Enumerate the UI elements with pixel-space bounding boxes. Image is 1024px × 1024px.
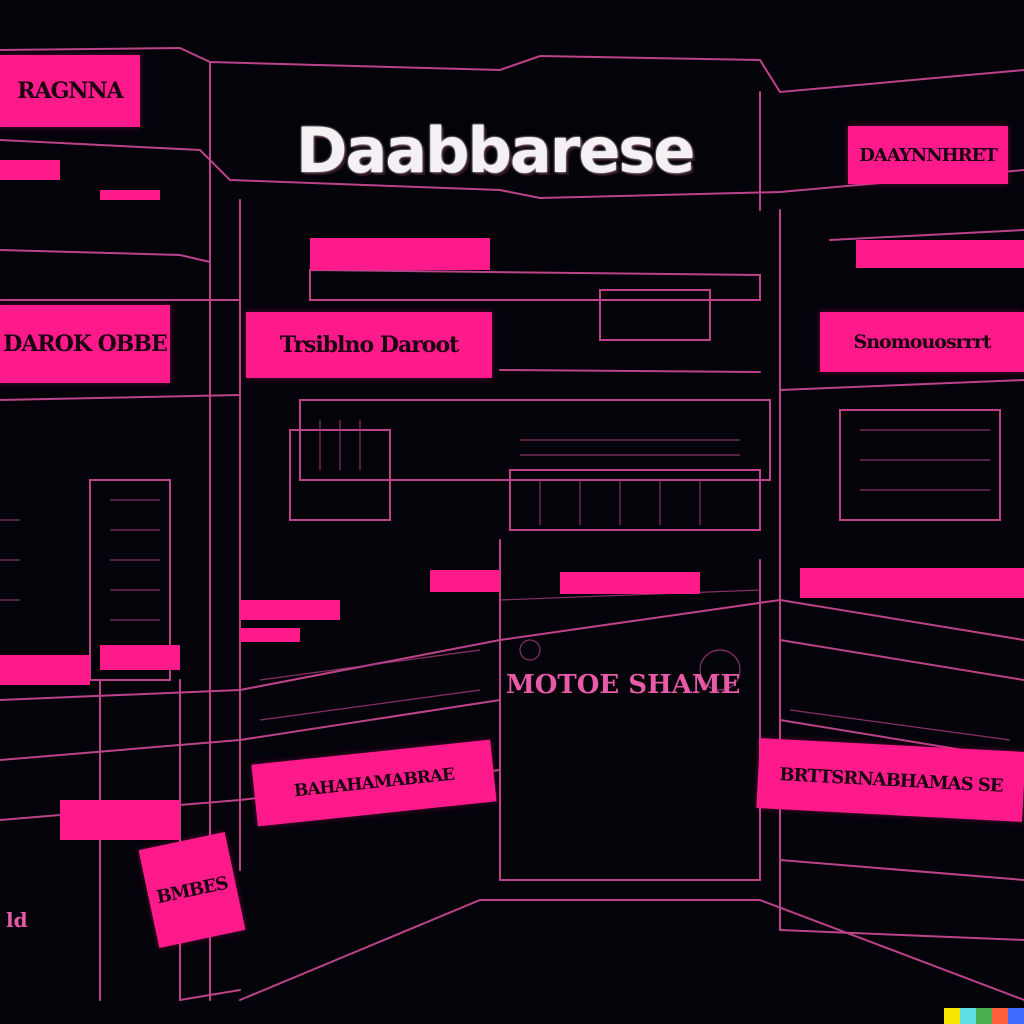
page-title: Daabbarese: [296, 114, 695, 187]
sign-lower-right: BRTTSRNABHAMAS SE: [756, 738, 1024, 822]
sign-lower-left-corner: ld: [6, 908, 28, 932]
sign-mid-left: DAROK OBBE: [0, 305, 170, 383]
sign-top-left: RAGNNA: [0, 55, 140, 127]
color-watermark: [944, 1008, 1024, 1024]
sign-mid-right: Snomouosrrrt: [820, 312, 1024, 372]
sign-top-right: DAAYNNHRET: [848, 126, 1008, 184]
sign-center-lower: MOTOE SHAME: [506, 670, 741, 700]
sign-mid-center: Trsiblno Daroot: [246, 312, 492, 378]
